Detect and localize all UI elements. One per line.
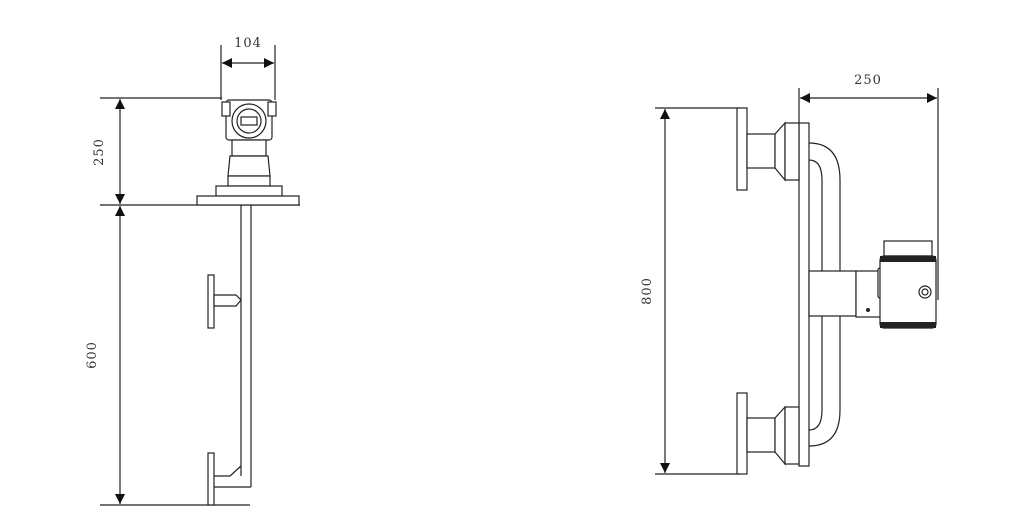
chamber xyxy=(736,107,857,475)
probe-length-dim-label: 600 xyxy=(85,341,100,369)
right-view: 800 250 xyxy=(640,73,939,475)
head-height-dim-label: 250 xyxy=(92,138,107,166)
left-view: 104 250 600 xyxy=(85,36,300,506)
transmitter xyxy=(196,99,300,206)
center-distance-dim-label: 800 xyxy=(640,277,655,305)
depth-dim-label: 250 xyxy=(854,73,882,88)
probe xyxy=(207,205,252,506)
width-dimension: 104 xyxy=(220,36,276,100)
depth-dimension: 250 xyxy=(798,73,939,300)
transmitter-side xyxy=(855,240,937,329)
width-dim-label: 104 xyxy=(234,36,262,51)
center-distance-dimension: 800 xyxy=(640,107,740,475)
